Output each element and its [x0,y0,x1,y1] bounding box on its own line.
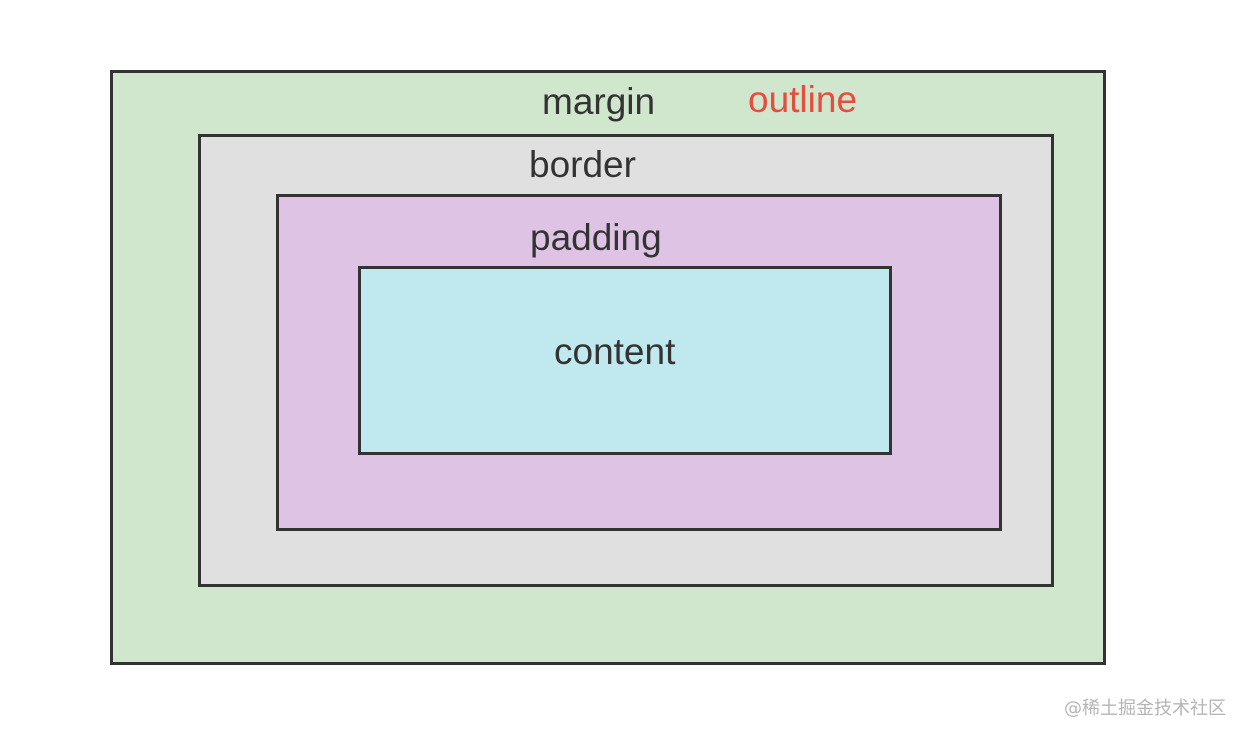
margin-label: margin [542,81,656,122]
padding-label: padding [530,217,662,258]
border-label: border [529,144,636,185]
watermark: @稀土掘金技术社区 [1064,698,1226,719]
content-label: content [554,331,676,372]
outline-label: outline [748,79,858,120]
content-area [358,266,892,455]
